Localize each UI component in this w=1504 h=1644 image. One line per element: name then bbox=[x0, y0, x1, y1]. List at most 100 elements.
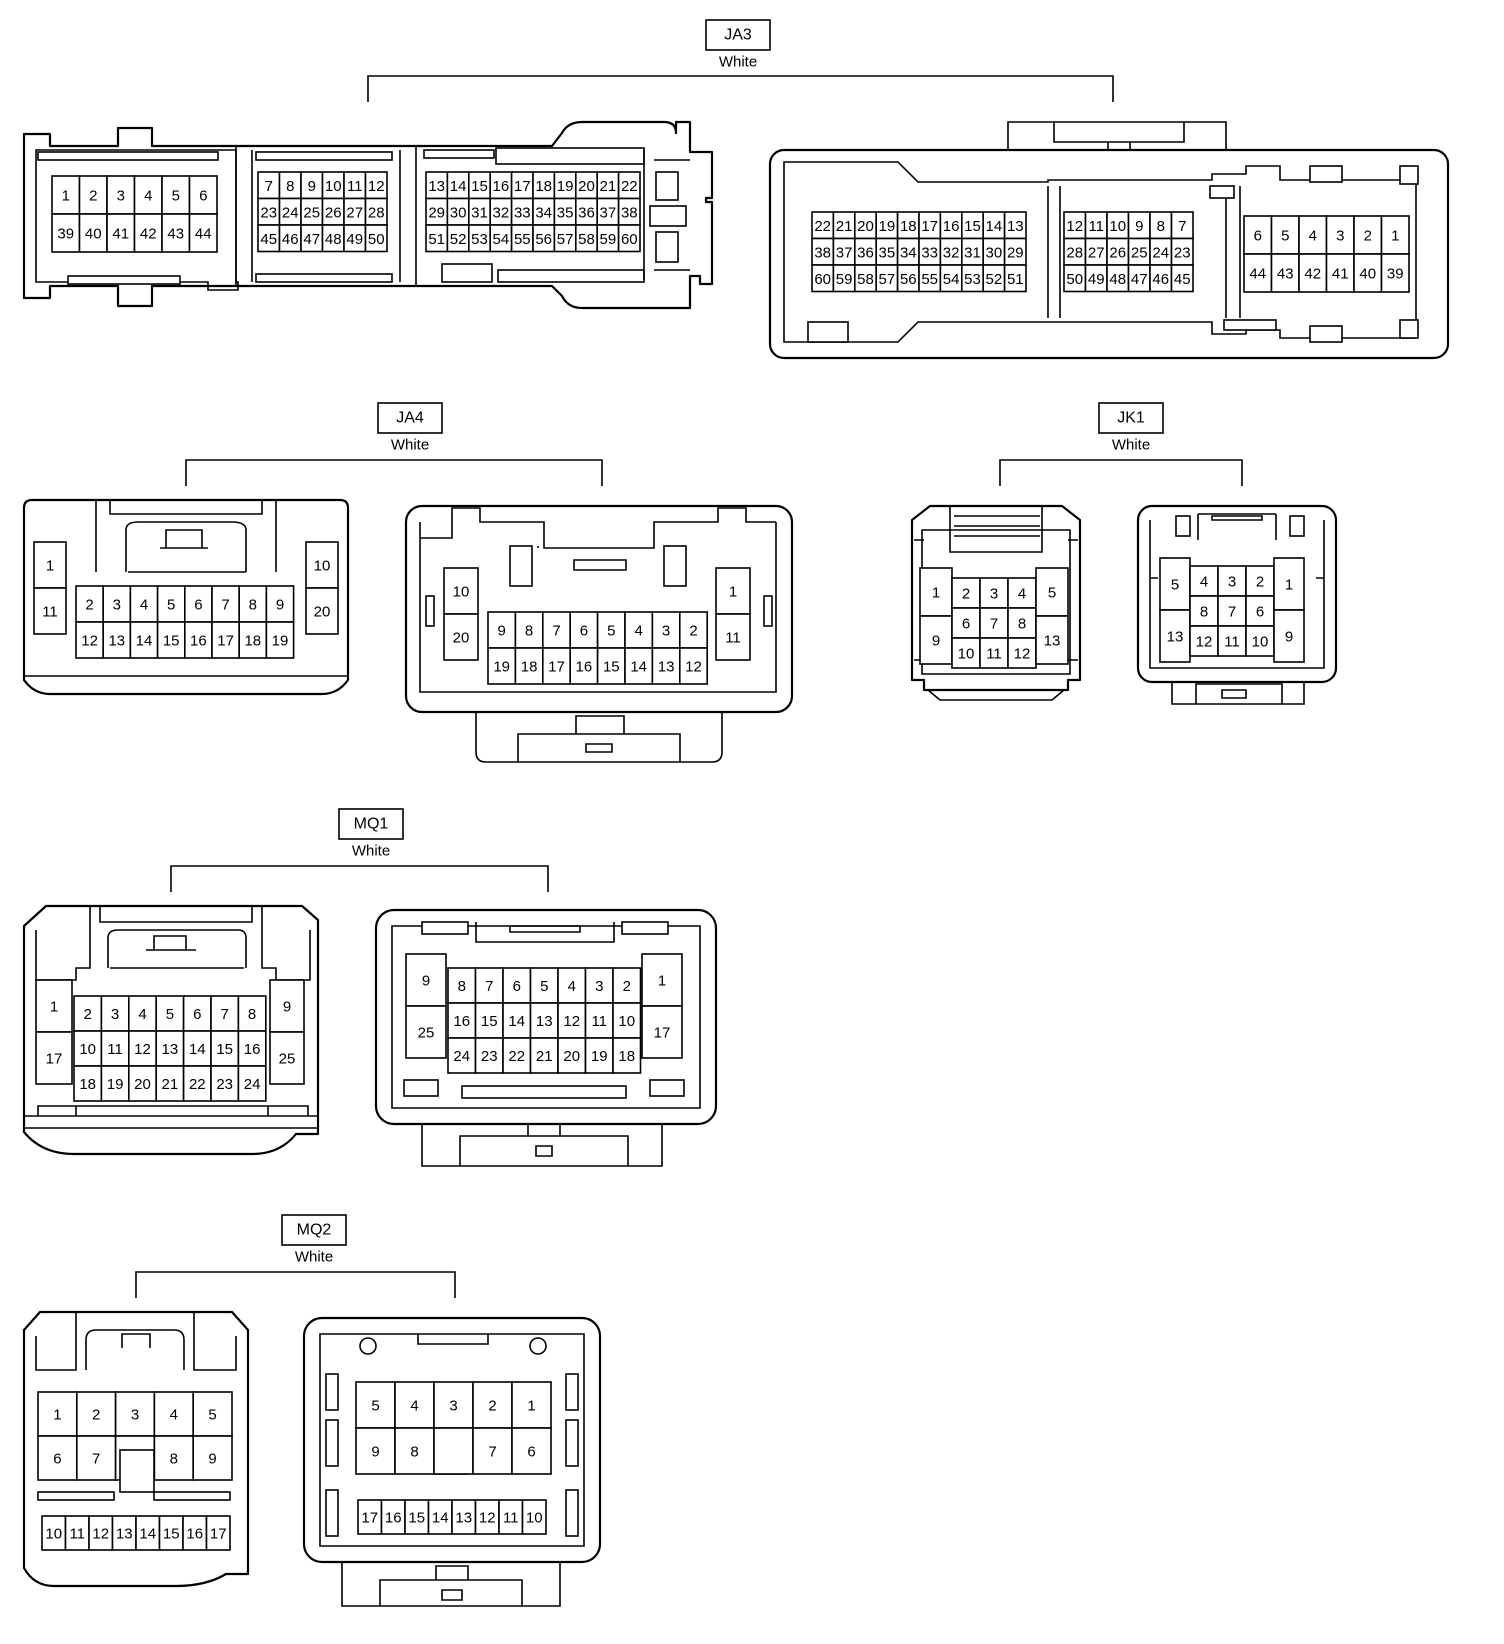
pin-number: 17 bbox=[217, 633, 234, 650]
pin-number: 1 bbox=[729, 584, 737, 601]
pin-cell bbox=[612, 1002, 642, 1039]
pin-number: 18 bbox=[79, 1076, 96, 1093]
pin-number: 17 bbox=[46, 1051, 63, 1068]
pin-number: 48 bbox=[1109, 271, 1126, 288]
pin-cell bbox=[76, 1391, 117, 1437]
pin-number: 4 bbox=[568, 978, 576, 995]
pin-number: 14 bbox=[986, 218, 1003, 235]
pin-number: 3 bbox=[662, 623, 670, 640]
pin-number: 13 bbox=[1007, 218, 1024, 235]
pin-cell bbox=[951, 577, 981, 609]
pin-cell bbox=[205, 1515, 231, 1551]
pin-cell bbox=[161, 175, 191, 215]
mq1-color: White bbox=[352, 843, 390, 860]
pin-number: 20 bbox=[563, 1048, 580, 1065]
pin-number: 4 bbox=[410, 1398, 418, 1415]
pin-number: 7 bbox=[265, 178, 273, 195]
pin-number: 13 bbox=[536, 1013, 553, 1030]
pin-number: 3 bbox=[117, 188, 125, 205]
ja4-name: JA4 bbox=[396, 410, 424, 427]
pin-cell bbox=[405, 1005, 447, 1059]
pin-cell bbox=[78, 175, 108, 215]
pin-number: 21 bbox=[836, 218, 853, 235]
pin-number: 50 bbox=[1066, 271, 1083, 288]
pin-number: 2 bbox=[962, 586, 970, 603]
pin-number: 2 bbox=[1364, 228, 1372, 245]
pin-number: 19 bbox=[107, 1076, 124, 1093]
pin-number: 11 bbox=[347, 178, 363, 195]
pin-number: 22 bbox=[508, 1048, 525, 1065]
mq1-name: MQ1 bbox=[354, 816, 389, 833]
pin-number: 10 bbox=[79, 1041, 96, 1058]
pin-number: 37 bbox=[836, 244, 853, 261]
pin-number: 18 bbox=[244, 633, 261, 650]
pin-number: 20 bbox=[453, 630, 470, 647]
pin-number: 33 bbox=[514, 204, 531, 221]
pin-cell bbox=[447, 967, 477, 1004]
pin-number: 5 bbox=[208, 1407, 216, 1424]
pin-number: 9 bbox=[283, 999, 291, 1016]
pin-number: 27 bbox=[346, 204, 363, 221]
pin-number: 60 bbox=[814, 271, 831, 288]
pin-number: 29 bbox=[1007, 244, 1024, 261]
pin-number: 52 bbox=[450, 231, 467, 248]
pin-number: 56 bbox=[535, 231, 552, 248]
pin-cell bbox=[37, 1435, 78, 1481]
pin-number: 3 bbox=[131, 1407, 139, 1424]
pin-cell bbox=[100, 1030, 130, 1067]
pin-cell bbox=[188, 213, 218, 253]
pin-cell bbox=[1270, 215, 1300, 255]
pin-number: 23 bbox=[1174, 244, 1191, 261]
pin-number: 9 bbox=[371, 1444, 379, 1461]
pin-number: 42 bbox=[140, 226, 157, 243]
pin-number: 13 bbox=[455, 1510, 472, 1527]
pin-cell bbox=[641, 1005, 683, 1059]
pin-number: 12 bbox=[81, 633, 98, 650]
pin-cell bbox=[210, 1065, 240, 1102]
mq2-color: White bbox=[295, 1249, 333, 1266]
pin-number: 51 bbox=[428, 231, 445, 248]
pin-number: 54 bbox=[943, 271, 960, 288]
pin-cell bbox=[305, 541, 339, 589]
pin-number: 4 bbox=[138, 1006, 146, 1023]
pin-number: 8 bbox=[248, 1006, 256, 1023]
pin-number: 12 bbox=[1196, 634, 1213, 651]
pin-cell bbox=[919, 615, 953, 665]
pin-number: 11 bbox=[107, 1041, 123, 1058]
pin-number: 1 bbox=[53, 1407, 61, 1424]
pin-number: 19 bbox=[557, 178, 574, 195]
mq1-housing-right bbox=[374, 908, 718, 1167]
mq2-name: MQ2 bbox=[297, 1222, 332, 1239]
pin-number: 49 bbox=[346, 231, 363, 248]
pin-number: 5 bbox=[1048, 585, 1056, 602]
pin-number: 28 bbox=[368, 204, 385, 221]
pin-number: 35 bbox=[557, 204, 574, 221]
pin-number: 8 bbox=[170, 1451, 178, 1468]
pin-number: 9 bbox=[422, 973, 430, 990]
pin-number: 14 bbox=[139, 1526, 156, 1543]
pin-number: 12 bbox=[92, 1526, 109, 1543]
ja3-label-group: JA3 White bbox=[367, 19, 1114, 102]
pin-number: 23 bbox=[481, 1048, 498, 1065]
pin-cell bbox=[584, 1037, 614, 1074]
pin-number: 17 bbox=[548, 659, 565, 676]
pin-number: 17 bbox=[361, 1510, 378, 1527]
pin-cell bbox=[133, 175, 163, 215]
pin-number: 60 bbox=[621, 231, 638, 248]
pin-number: 45 bbox=[1174, 271, 1191, 288]
pin-number: 6 bbox=[53, 1451, 61, 1468]
pin-number: 44 bbox=[195, 226, 212, 243]
pin-number: 9 bbox=[1285, 629, 1293, 646]
pin-cell bbox=[364, 224, 388, 253]
pin-number: 37 bbox=[600, 204, 617, 221]
pin-cell bbox=[133, 213, 163, 253]
pin-number: 9 bbox=[1135, 218, 1143, 235]
pin-number: 8 bbox=[1018, 616, 1026, 633]
pin-number: 11 bbox=[69, 1526, 85, 1543]
pin-number: 23 bbox=[216, 1076, 233, 1093]
pin-cell bbox=[1243, 253, 1273, 293]
pin-number: 16 bbox=[453, 1013, 470, 1030]
jk1-housing-right bbox=[1136, 504, 1338, 705]
pin-number: 14 bbox=[450, 178, 467, 195]
pin-cell bbox=[715, 567, 751, 615]
